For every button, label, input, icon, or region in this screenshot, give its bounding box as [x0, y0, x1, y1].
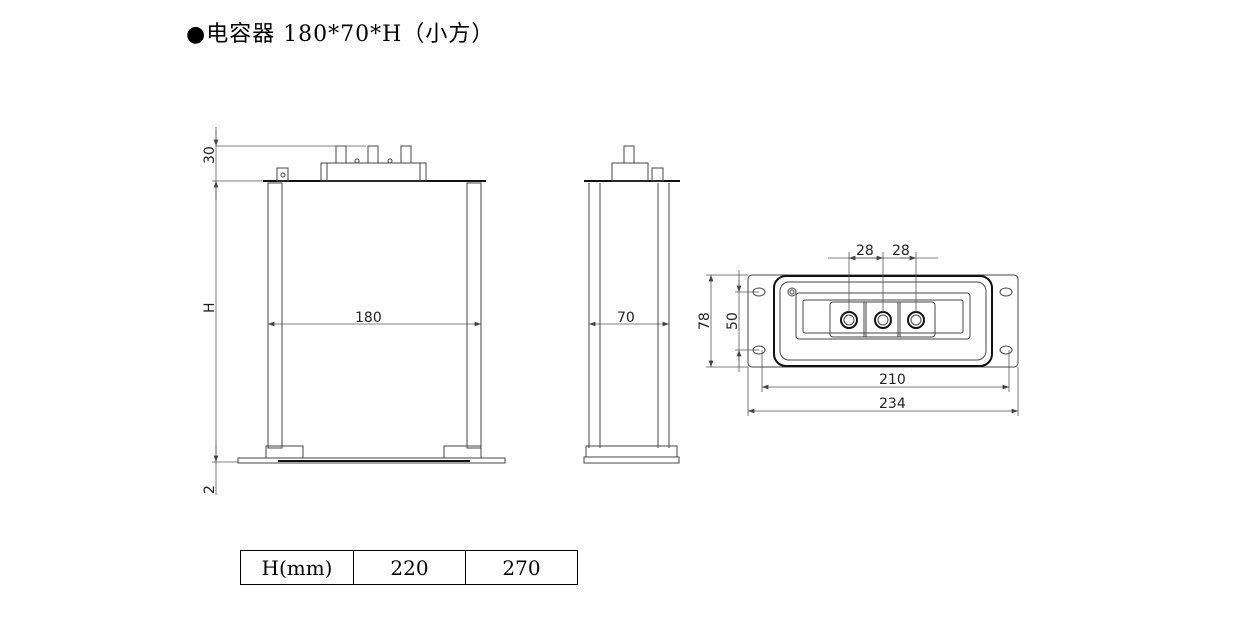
- dim-50: 50: [725, 312, 741, 330]
- dim-78: 78: [697, 312, 713, 330]
- terminal-icon: [840, 311, 858, 329]
- side-view: 70: [583, 145, 680, 464]
- terminal-icon: [907, 311, 925, 329]
- table-cell: 220: [353, 550, 466, 585]
- dim-30: 30: [202, 146, 218, 164]
- dim-h: H: [202, 302, 218, 313]
- dim-180: 180: [355, 310, 382, 326]
- dim-234: 234: [879, 396, 906, 412]
- dim-2: 2: [202, 485, 218, 494]
- dim-28-right: 28: [892, 243, 910, 259]
- table-header-cell: H(mm): [240, 550, 354, 585]
- dim-210: 210: [879, 372, 906, 388]
- top-view: 28 28 78 50 210 234: [697, 243, 1019, 416]
- table-cell: 270: [465, 550, 578, 585]
- table-row: H(mm) 220 270: [240, 550, 578, 585]
- page-title: ●电容器 180*70*H（小方）: [186, 22, 495, 47]
- dim-28-left: 28: [856, 243, 874, 259]
- front-view: 30 H 2 180: [202, 127, 506, 495]
- terminal-icon: [874, 311, 892, 329]
- height-table: H(mm) 220 270: [240, 550, 578, 585]
- dim-70: 70: [617, 310, 635, 326]
